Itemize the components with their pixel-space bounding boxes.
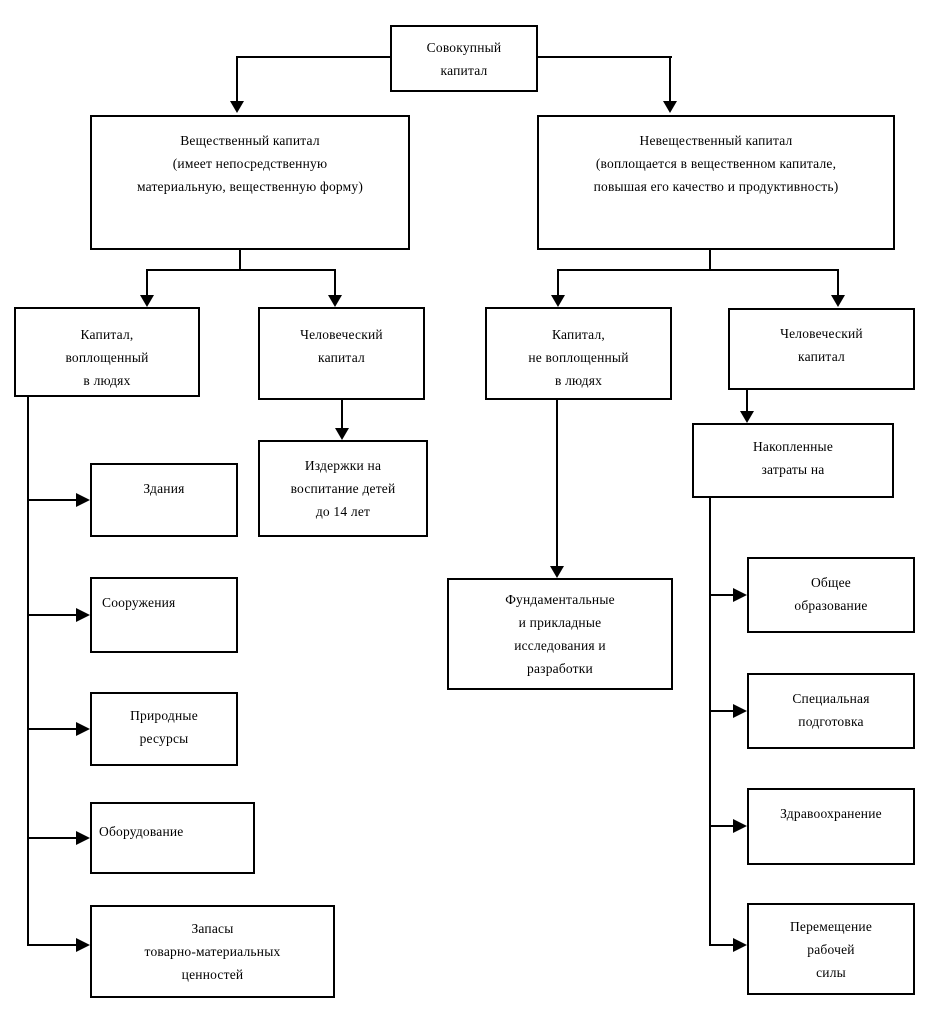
connector-total-to-immaterial-v bbox=[669, 56, 671, 101]
arrowhead-education bbox=[733, 588, 747, 602]
connector-total-to-immaterial-h bbox=[538, 56, 672, 58]
node-general-education: Общее образование bbox=[747, 557, 915, 633]
connector-trunk-to-training bbox=[709, 710, 733, 712]
connector-left-trunk bbox=[27, 397, 29, 946]
connector-total-to-material-h bbox=[237, 56, 390, 58]
connector-trunk-to-buildings bbox=[27, 499, 76, 501]
node-labor-relocation: Перемещение рабочей силы bbox=[747, 903, 915, 995]
node-inventory: Запасы товарно-материальных ценностей bbox=[90, 905, 335, 998]
connector-immaterial-stub bbox=[709, 250, 711, 270]
node-human-capital-left: Человеческий капитал bbox=[258, 307, 425, 400]
node-special-training: Специальная подготовка bbox=[747, 673, 915, 749]
arrowhead-research bbox=[550, 566, 564, 578]
node-research-development-label: Фундаментальные и прикладные исследовани… bbox=[505, 592, 615, 676]
node-structures: Сооружения bbox=[90, 577, 238, 653]
node-healthcare-label: Здравоохранение bbox=[780, 806, 882, 821]
node-accumulated-expenses: Накопленные затраты на bbox=[692, 423, 894, 498]
arrowhead-material bbox=[230, 101, 244, 113]
node-capital-not-embodied-in-people-label: Капитал, не воплощенный в людях bbox=[528, 327, 629, 388]
node-capital-embodied-in-people-label: Капитал, воплощенный в людях bbox=[65, 327, 149, 388]
connector-immaterial-to-human-right-v bbox=[837, 269, 839, 295]
connector-trunk-to-education bbox=[709, 594, 733, 596]
connector-material-stub bbox=[239, 250, 241, 270]
arrowhead-human-right bbox=[831, 295, 845, 307]
arrowhead-accumulated bbox=[740, 411, 754, 423]
arrowhead-relocation bbox=[733, 938, 747, 952]
connector-not-embodied-to-research bbox=[556, 400, 558, 566]
connector-immaterial-split-h bbox=[557, 269, 839, 271]
node-immaterial-capital: Невещественный капитал (воплощается в ве… bbox=[537, 115, 895, 250]
node-labor-relocation-label: Перемещение рабочей силы bbox=[789, 919, 873, 980]
node-research-development: Фундаментальные и прикладные исследовани… bbox=[447, 578, 673, 690]
connector-total-to-material-v bbox=[236, 56, 238, 101]
node-healthcare: Здравоохранение bbox=[747, 788, 915, 865]
arrowhead-structures bbox=[76, 608, 90, 622]
connector-material-to-embodied-v bbox=[146, 269, 148, 295]
connector-trunk-to-relocation bbox=[709, 944, 733, 946]
arrowhead-inventory bbox=[76, 938, 90, 952]
node-material-capital: Вещественный капитал (имеет непосредстве… bbox=[90, 115, 410, 250]
node-equipment: Оборудование bbox=[90, 802, 255, 874]
connector-trunk-to-structures bbox=[27, 614, 76, 616]
arrowhead-training bbox=[733, 704, 747, 718]
arrowhead-not-embodied bbox=[551, 295, 565, 307]
arrowhead-human-left bbox=[328, 295, 342, 307]
connector-trunk-to-healthcare bbox=[709, 825, 733, 827]
connector-immaterial-to-not-embodied-v bbox=[557, 269, 559, 295]
node-buildings-label: Здания bbox=[143, 481, 185, 496]
node-buildings: Здания bbox=[90, 463, 238, 537]
connector-human-right-to-accumulated bbox=[746, 390, 748, 411]
arrowhead-natural bbox=[76, 722, 90, 736]
node-special-training-label: Специальная подготовка bbox=[792, 691, 870, 729]
arrowhead-equipment bbox=[76, 831, 90, 845]
node-inventory-label: Запасы товарно-материальных ценностей bbox=[144, 921, 281, 982]
connector-trunk-to-inventory bbox=[27, 944, 76, 946]
arrowhead-embodied bbox=[140, 295, 154, 307]
node-total-capital: Совокупный капитал bbox=[390, 25, 538, 92]
connector-material-split-h bbox=[146, 269, 336, 271]
node-human-capital-right: Человеческий капитал bbox=[728, 308, 915, 390]
connector-human-left-to-upbringing bbox=[341, 400, 343, 428]
connector-trunk-to-equipment bbox=[27, 837, 76, 839]
node-capital-embodied-in-people: Капитал, воплощенный в людях bbox=[14, 307, 200, 397]
node-natural-resources-label: Природные ресурсы bbox=[130, 708, 198, 746]
connector-trunk-to-natural bbox=[27, 728, 76, 730]
node-capital-not-embodied-in-people: Капитал, не воплощенный в людях bbox=[485, 307, 672, 400]
node-child-rearing-costs-label: Издержки на воспитание детей до 14 лет bbox=[290, 458, 396, 519]
node-structures-label: Сооружения bbox=[102, 595, 176, 610]
node-equipment-label: Оборудование bbox=[99, 824, 184, 839]
node-human-capital-left-label: Человеческий капитал bbox=[300, 327, 383, 365]
node-human-capital-right-label: Человеческий капитал bbox=[780, 326, 863, 364]
node-child-rearing-costs: Издержки на воспитание детей до 14 лет bbox=[258, 440, 428, 537]
node-general-education-label: Общее образование bbox=[794, 575, 868, 613]
arrowhead-upbringing bbox=[335, 428, 349, 440]
connector-material-to-human-left-v bbox=[334, 269, 336, 295]
node-accumulated-expenses-label: Накопленные затраты на bbox=[752, 439, 834, 477]
node-material-capital-label: Вещественный капитал (имеет непосредстве… bbox=[136, 133, 364, 194]
node-natural-resources: Природные ресурсы bbox=[90, 692, 238, 766]
node-immaterial-capital-label: Невещественный капитал (воплощается в ве… bbox=[593, 133, 839, 194]
node-total-capital-label: Совокупный капитал bbox=[426, 39, 502, 78]
arrowhead-healthcare bbox=[733, 819, 747, 833]
arrowhead-immaterial bbox=[663, 101, 677, 113]
connector-right-trunk bbox=[709, 498, 711, 946]
arrowhead-buildings bbox=[76, 493, 90, 507]
